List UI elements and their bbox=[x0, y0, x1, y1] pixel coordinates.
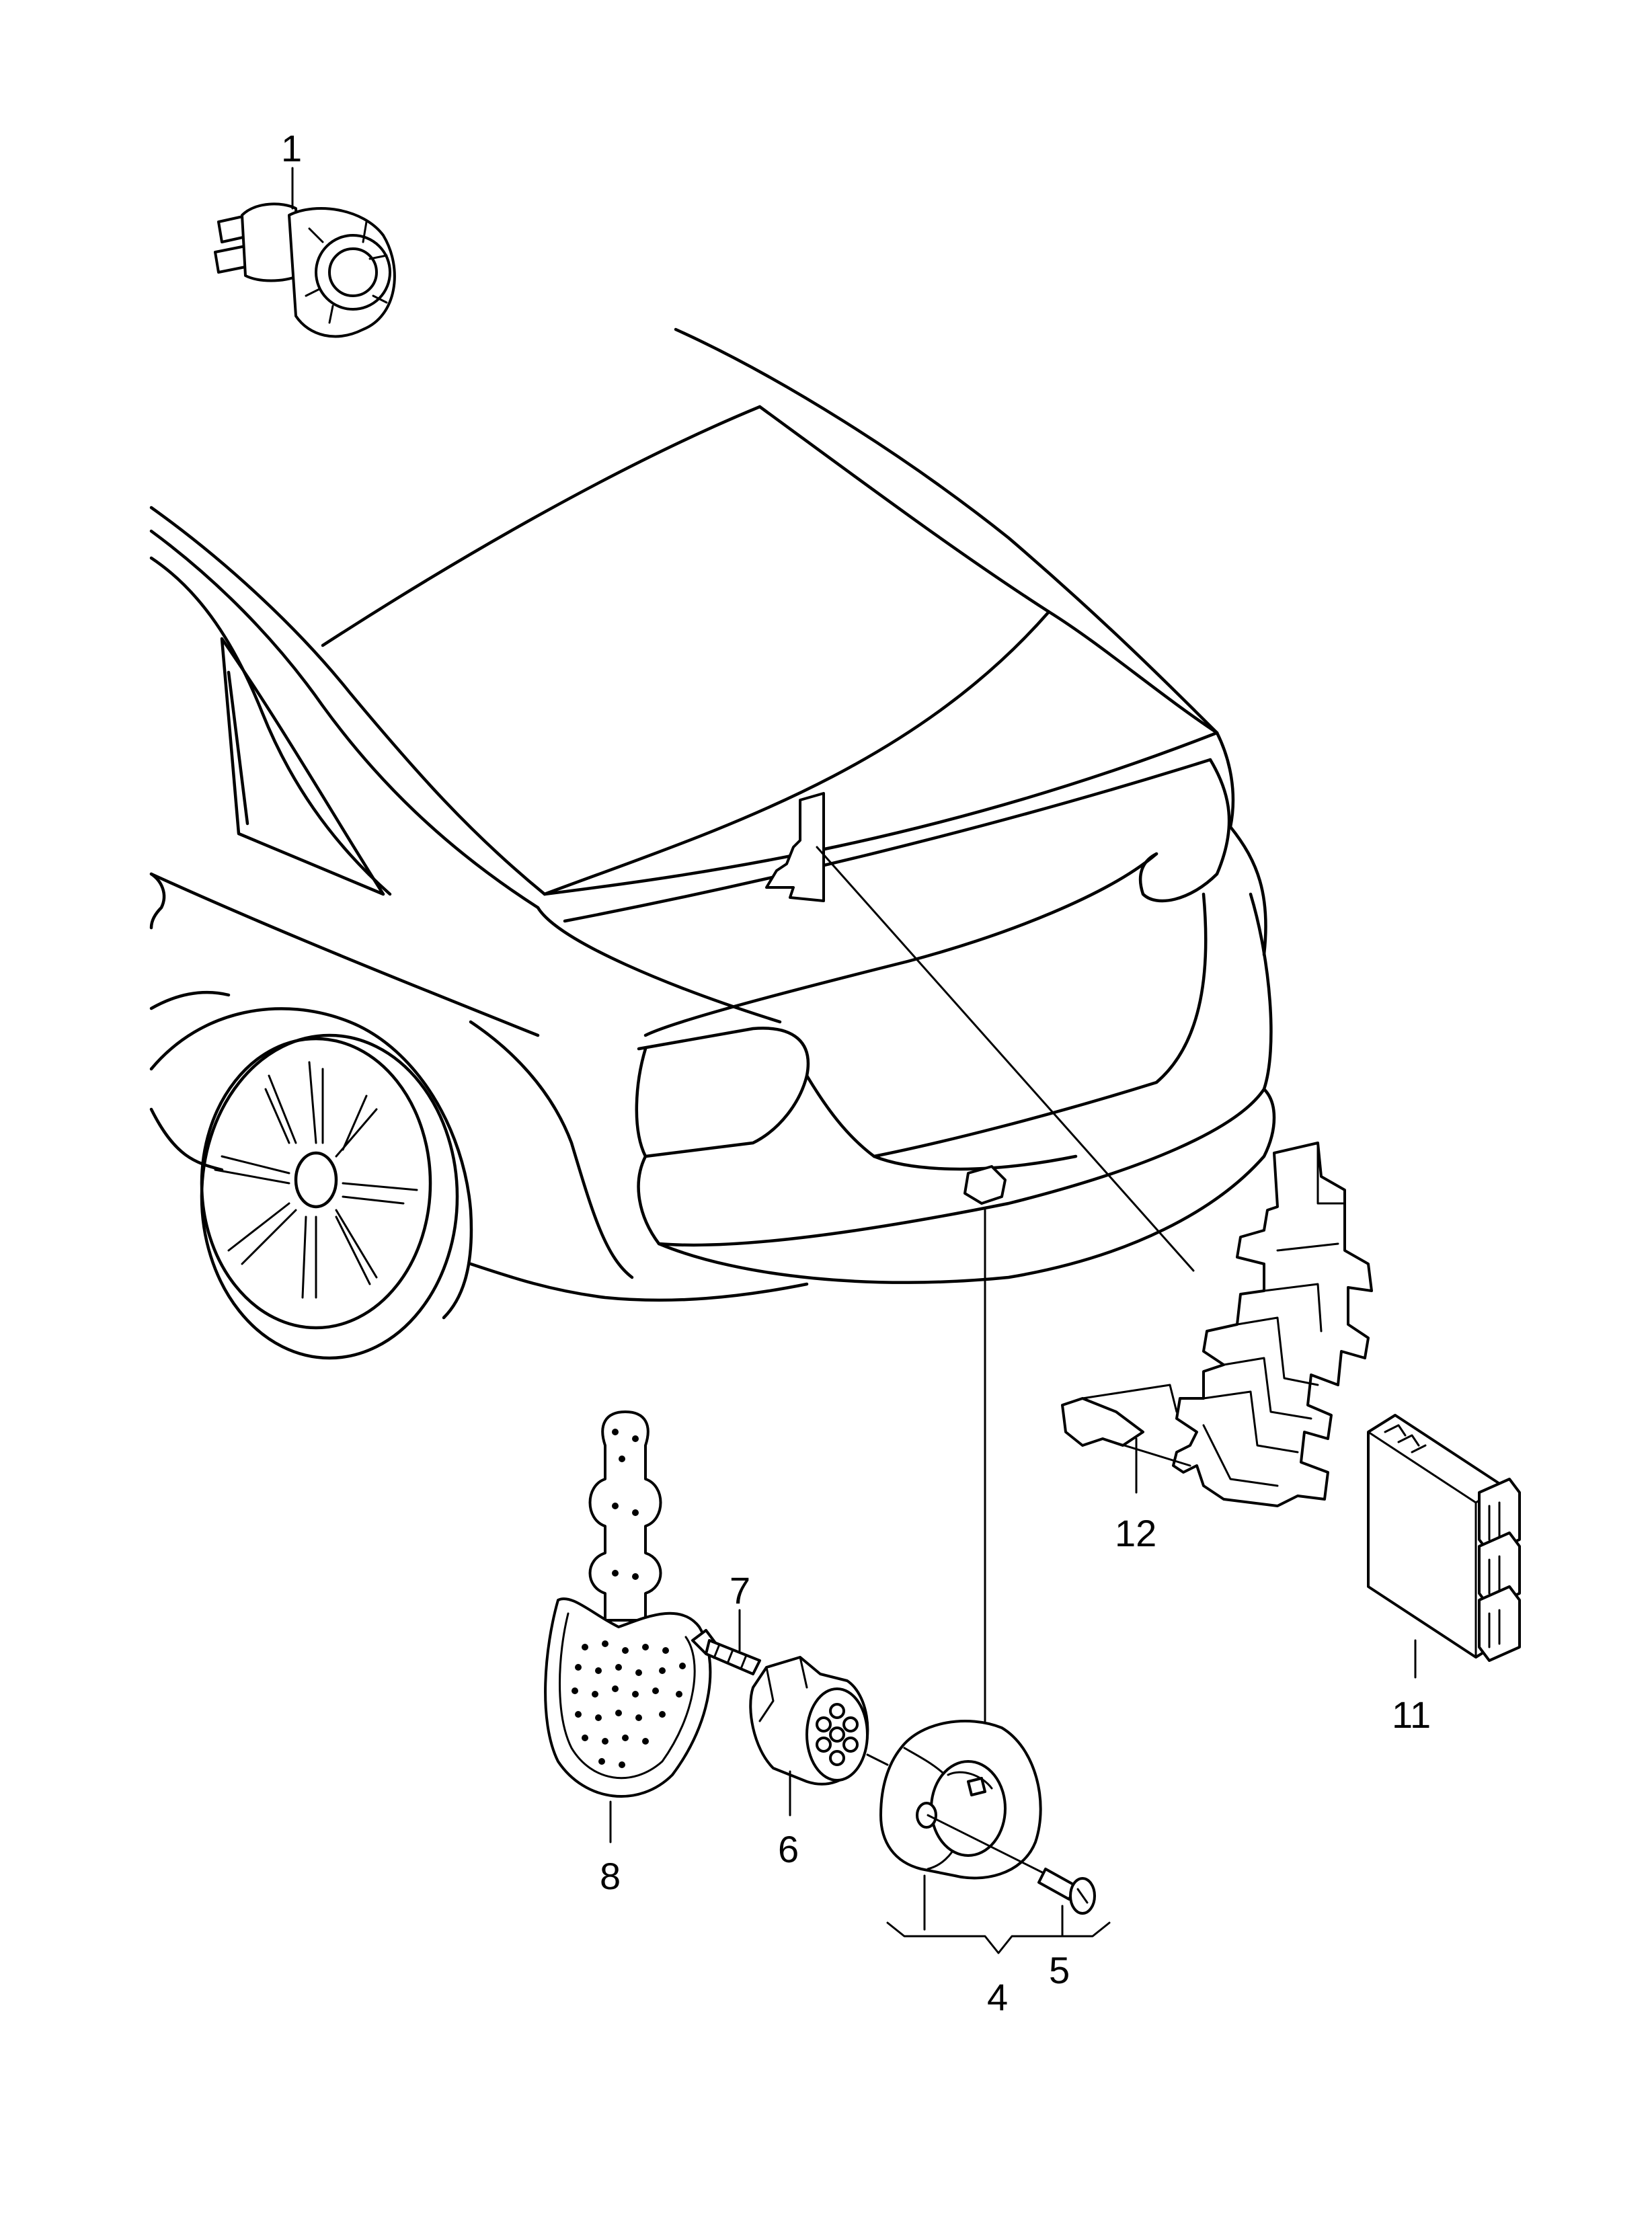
callout-7: 7 bbox=[730, 1569, 750, 1611]
part-11-control-unit bbox=[1367, 1414, 1521, 1662]
leader-marker-to-bracket bbox=[816, 846, 1195, 1272]
part-12-bracket bbox=[1061, 1142, 1373, 1507]
callout-8: 8 bbox=[600, 1855, 621, 1897]
group-bracket-4 bbox=[886, 1921, 1111, 1954]
callout-11: 11 bbox=[1392, 1694, 1431, 1736]
callout-12: 12 bbox=[1115, 1512, 1156, 1554]
part-5-screw bbox=[927, 1814, 1096, 1915]
vehicle-rear-outline-icon bbox=[149, 327, 1276, 1360]
leader-socket-to-housing bbox=[866, 1753, 889, 1766]
part-8-seal-plate bbox=[544, 1410, 712, 1798]
hitch-opening bbox=[963, 1165, 1007, 1205]
callout-4: 4 bbox=[987, 1976, 1008, 2018]
part-4-socket-housing bbox=[879, 1720, 1042, 1880]
callout-6: 6 bbox=[778, 1828, 799, 1870]
callout-1: 1 bbox=[281, 127, 302, 169]
location-marker-icon bbox=[765, 792, 825, 902]
callout-5: 5 bbox=[1049, 1949, 1070, 1991]
part-1-switch bbox=[214, 202, 396, 338]
part-7-bolt bbox=[691, 1629, 761, 1675]
seal-plate-dots bbox=[572, 1429, 686, 1768]
part-6-socket-insert bbox=[749, 1656, 869, 1786]
